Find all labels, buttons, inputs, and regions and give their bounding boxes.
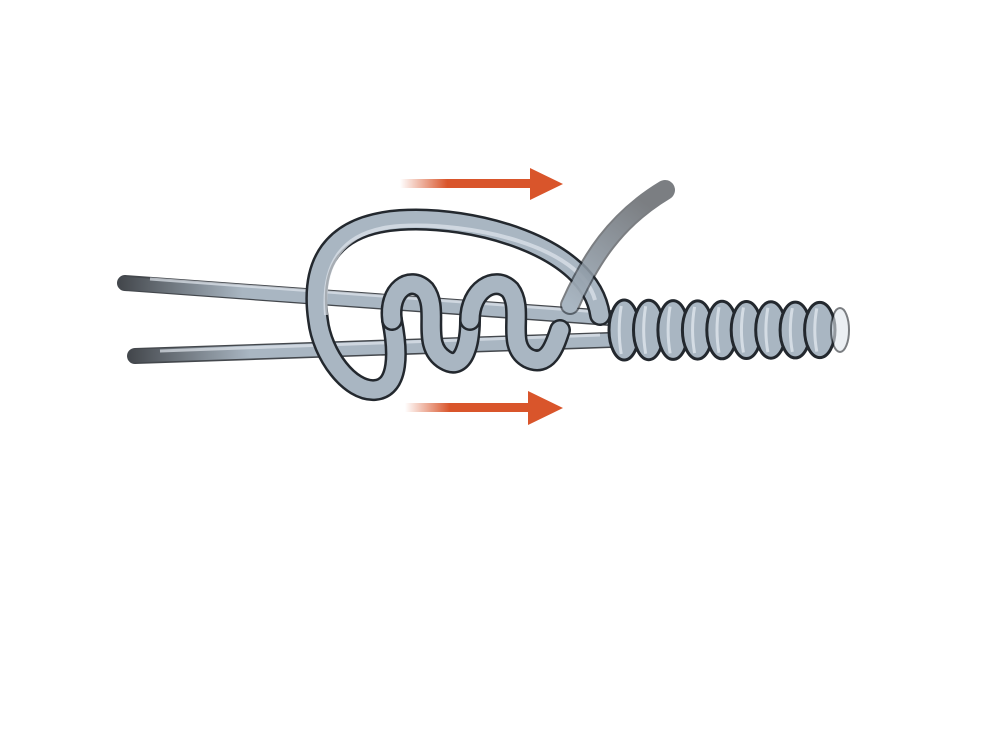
- coil-highlight: [788, 307, 794, 353]
- twist-1: [380, 273, 481, 374]
- coil-highlight: [715, 306, 721, 354]
- line-end: [830, 307, 850, 353]
- tag-end-exit: [560, 180, 675, 315]
- coil-wraps: [607, 298, 850, 362]
- coil-highlight: [666, 306, 672, 354]
- standing-line-upper: [117, 275, 618, 326]
- coil-highlight: [764, 307, 770, 353]
- coil-highlight: [813, 308, 819, 352]
- coil-highlight: [691, 306, 697, 354]
- arrow-bottom: [405, 391, 563, 425]
- tag-end-loop: [305, 208, 611, 401]
- twist-2: [459, 273, 571, 372]
- coil-highlight: [739, 307, 745, 353]
- coil-highlight: [642, 306, 648, 354]
- coil-highlight: [617, 305, 623, 355]
- arrow-top: [400, 168, 563, 200]
